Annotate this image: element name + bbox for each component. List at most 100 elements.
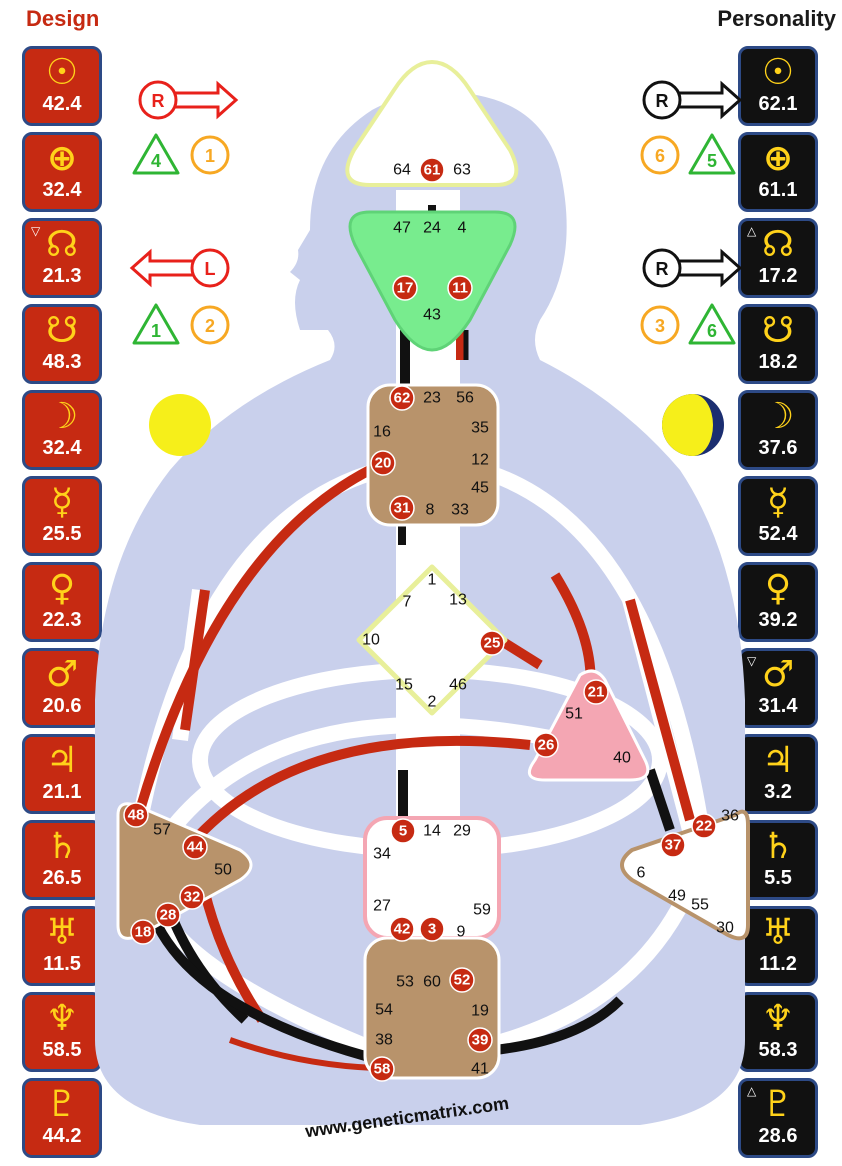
gate-36: 36 <box>721 808 739 825</box>
gate-number: 21 <box>588 684 605 701</box>
design-planet-tile: ☿25.5 <box>22 476 102 556</box>
gate-active-marker <box>130 919 156 945</box>
gate-active-marker <box>179 884 205 910</box>
planet-glyph-icon: ♅ <box>761 912 795 953</box>
gate-number: 42 <box>394 921 411 938</box>
personality-moon-icon <box>662 394 724 456</box>
planet-gate-line: 21.1 <box>42 781 82 803</box>
gate-active-marker <box>533 732 559 758</box>
personality-planet-tile: △☊17.2 <box>738 218 818 298</box>
planet-glyph-icon: ☿ <box>766 482 790 523</box>
ajna-center <box>348 210 517 352</box>
gate-number: 23 <box>423 390 441 407</box>
variable-circle-label: 1 <box>205 146 215 166</box>
gate-32: 32 <box>179 884 205 910</box>
variable-triangle-label: 5 <box>707 151 717 171</box>
gate-number: 34 <box>373 846 391 863</box>
gate-active-marker <box>583 679 609 705</box>
variable-arrow-right-icon: R <box>642 80 743 120</box>
gate-active-marker <box>419 916 445 942</box>
planet-glyph-icon: ☽ <box>45 396 79 437</box>
gate-11: 11 <box>447 275 473 301</box>
gate-2: 2 <box>428 694 437 711</box>
variable-triangle-icon: 1 <box>132 303 180 345</box>
gate-number: 58 <box>374 1061 391 1078</box>
planet-gate-line: 11.5 <box>43 953 81 975</box>
gate-number: 6 <box>637 865 646 882</box>
gate-64: 64 <box>393 162 411 179</box>
gate-number: 53 <box>396 974 414 991</box>
gate-47: 47 <box>393 220 411 237</box>
planet-gate-line: 42.4 <box>42 93 82 115</box>
design-planet-tile: ♀22.3 <box>22 562 102 642</box>
gate-active-marker <box>447 275 473 301</box>
gate-number: 5 <box>399 823 407 840</box>
gate-active-marker <box>389 495 415 521</box>
planet-glyph-icon: ♃ <box>761 740 795 781</box>
planet-glyph-icon: ♃ <box>45 740 79 781</box>
gate-number: 4 <box>458 220 467 237</box>
personality-planet-tile: ☉62.1 <box>738 46 818 126</box>
planet-glyph-icon: ☉ <box>761 52 795 93</box>
gate-number: 36 <box>721 808 739 825</box>
gate-active-marker <box>467 1027 493 1053</box>
personality-header: Personality <box>717 6 836 31</box>
variable-arrow-right-icon: R <box>138 80 239 120</box>
variable-triangle-icon: 5 <box>688 133 736 175</box>
gate-number: 49 <box>668 888 686 905</box>
design-header: Design <box>26 6 100 31</box>
planet-glyph-icon: ♀ <box>764 568 792 609</box>
gate-12: 12 <box>471 452 489 469</box>
heart-center <box>527 669 650 782</box>
personality-planet-tile: ☿52.4 <box>738 476 818 556</box>
gate-56: 56 <box>456 390 474 407</box>
gate-54: 54 <box>375 1002 393 1019</box>
gate-number: 32 <box>184 889 201 906</box>
gate-43: 43 <box>423 307 441 324</box>
variable-arrow-label: R <box>656 259 669 279</box>
design-planet-tile: ☉42.4 <box>22 46 102 126</box>
gate-number: 63 <box>453 162 471 179</box>
planet-glyph-icon: ☊ <box>46 224 78 265</box>
planet-glyph-icon: ☊ <box>762 224 794 265</box>
variable-arrow-label: R <box>152 91 165 111</box>
gate-number: 60 <box>423 974 441 991</box>
planet-gate-line: 18.2 <box>758 351 798 373</box>
planet-gate-line: 32.4 <box>42 179 82 201</box>
planet-gate-line: 52.4 <box>758 523 798 545</box>
planet-glyph-icon: ♅ <box>45 912 79 953</box>
gate-1: 1 <box>428 572 437 589</box>
gate-number: 9 <box>457 924 466 941</box>
gate-active-marker <box>182 834 208 860</box>
planet-glyph-icon: ☋ <box>46 310 78 351</box>
design-planet-tile: ♅11.5 <box>22 906 102 986</box>
gate-15: 15 <box>395 677 413 694</box>
variable-triangle-label: 1 <box>151 321 161 341</box>
design-planet-tile: ⊕32.4 <box>22 132 102 212</box>
gate-48: 48 <box>123 802 149 828</box>
planet-glyph-icon: ☉ <box>45 52 79 93</box>
planet-gate-line: 58.3 <box>758 1039 798 1061</box>
planet-glyph-icon: ♇ <box>45 1084 79 1125</box>
gate-number: 50 <box>214 862 232 879</box>
gate-number: 27 <box>373 898 391 915</box>
variable-circle-label: 3 <box>655 316 665 336</box>
gate-31: 31 <box>389 495 415 521</box>
gate-14: 14 <box>423 823 441 840</box>
gate-57: 57 <box>153 822 171 839</box>
gate-number: 29 <box>453 823 471 840</box>
variable-arrow-left-icon: L <box>129 248 230 288</box>
gate-40: 40 <box>613 750 631 767</box>
gate-number: 17 <box>397 280 414 297</box>
gate-number: 41 <box>471 1061 489 1078</box>
gate-number: 26 <box>538 737 555 754</box>
gate-number: 43 <box>423 307 441 324</box>
gate-number: 20 <box>375 455 392 472</box>
planet-gate-line: 61.1 <box>758 179 798 201</box>
design-planet-tile: ♆58.5 <box>22 992 102 1072</box>
planet-gate-line: 25.5 <box>42 523 82 545</box>
design-planet-tile: ♃21.1 <box>22 734 102 814</box>
